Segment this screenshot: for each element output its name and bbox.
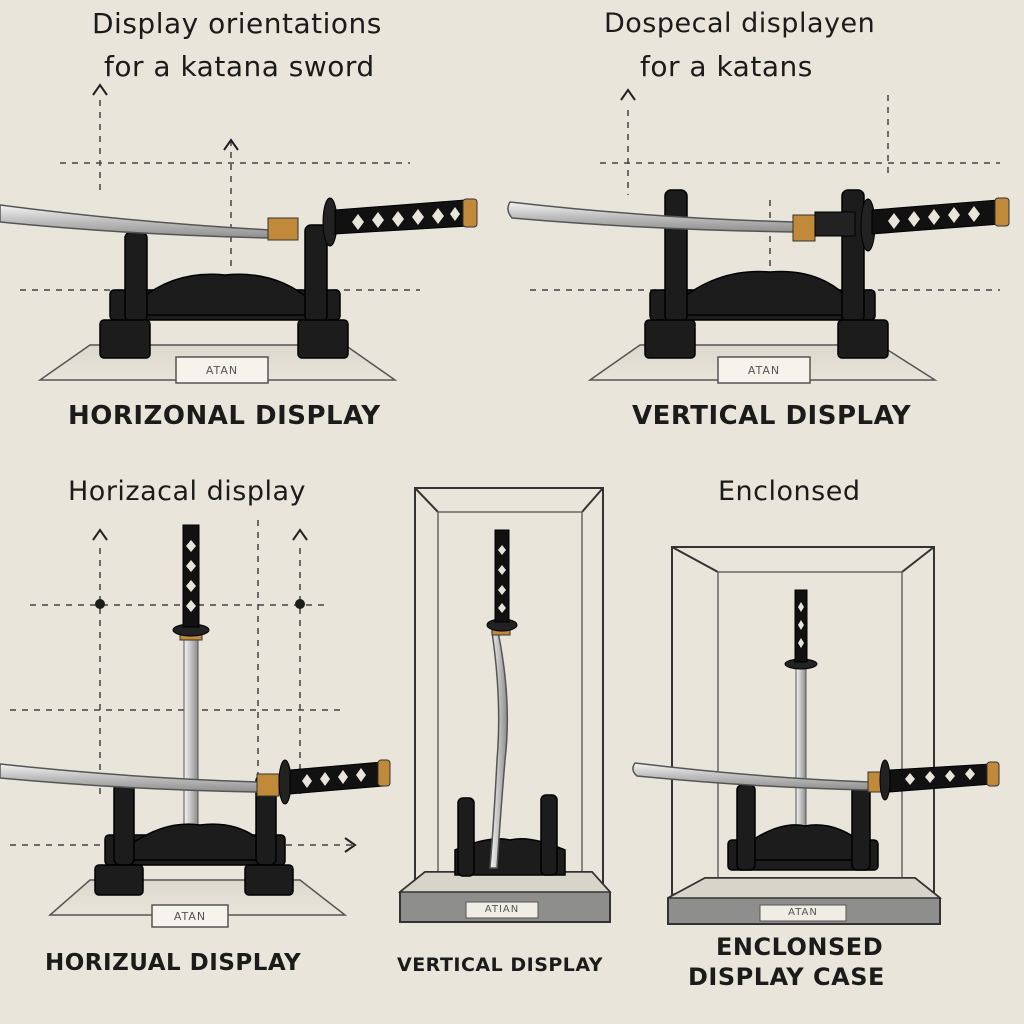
- sword-stand: [94, 774, 294, 896]
- panel-bottom-right: [632, 546, 1000, 925]
- sword-stand: [454, 794, 566, 877]
- arrow-up-icon: [92, 83, 239, 151]
- name-plaque: [175, 356, 269, 384]
- name-plaque: [759, 904, 847, 922]
- panel-bottom-left: [0, 520, 391, 928]
- plaque-label: ATAN: [205, 364, 239, 377]
- plaque-label: ATAN: [173, 910, 207, 923]
- panel-caption: VERTICAL DISPLAY: [632, 401, 912, 431]
- panel-bottom-middle: [397, 487, 612, 923]
- katana-horizontal: [507, 197, 1010, 252]
- guide-lines: [20, 100, 420, 291]
- name-plaque: [151, 904, 229, 928]
- panel-top-left: [0, 83, 478, 384]
- panel-title-line-1: Display orientations: [92, 7, 382, 40]
- panel-title: Enclonsed: [718, 476, 861, 507]
- katana-horizontal: [0, 759, 391, 805]
- case-base-top: [667, 877, 943, 899]
- panel-caption-line-2: DISPLAY CASE: [688, 963, 885, 991]
- plaque-label: ATIAN: [484, 904, 520, 915]
- arrow-right-icon: [344, 837, 357, 853]
- panel-title-line-2: for a katans: [640, 50, 813, 83]
- panel-caption: HORIZUAL DISPLAY: [45, 950, 302, 976]
- case-base-top: [397, 871, 612, 893]
- arrow-up-icon: [620, 88, 636, 101]
- sword-stand: [727, 784, 879, 871]
- panel-title-line-1: Dospecal displayen: [604, 8, 876, 39]
- arrow-up-icon: [92, 528, 308, 541]
- panel-caption-line-1: ENCLONSED: [716, 933, 884, 961]
- panel-caption: VERTICAL DISPLAY: [397, 954, 604, 976]
- panel-caption: HORIZONAL DISPLAY: [68, 401, 381, 431]
- name-plaque: [465, 901, 539, 919]
- plaque-label: ATAN: [747, 364, 781, 377]
- guide-lines: [530, 95, 1000, 291]
- panel-title-line-2: for a katana sword: [104, 50, 375, 83]
- plaque-label: ATAN: [788, 907, 818, 918]
- katana-vertical: [486, 529, 518, 869]
- guide-dot: [95, 599, 105, 609]
- sword-stand: [99, 224, 349, 359]
- name-plaque: [717, 356, 811, 384]
- panel-top-right: [507, 88, 1010, 384]
- panel-title: Horizacal display: [68, 476, 306, 507]
- katana-horizontal: [0, 197, 478, 247]
- katana-horizontal: [632, 759, 1000, 801]
- guide-dot: [295, 599, 305, 609]
